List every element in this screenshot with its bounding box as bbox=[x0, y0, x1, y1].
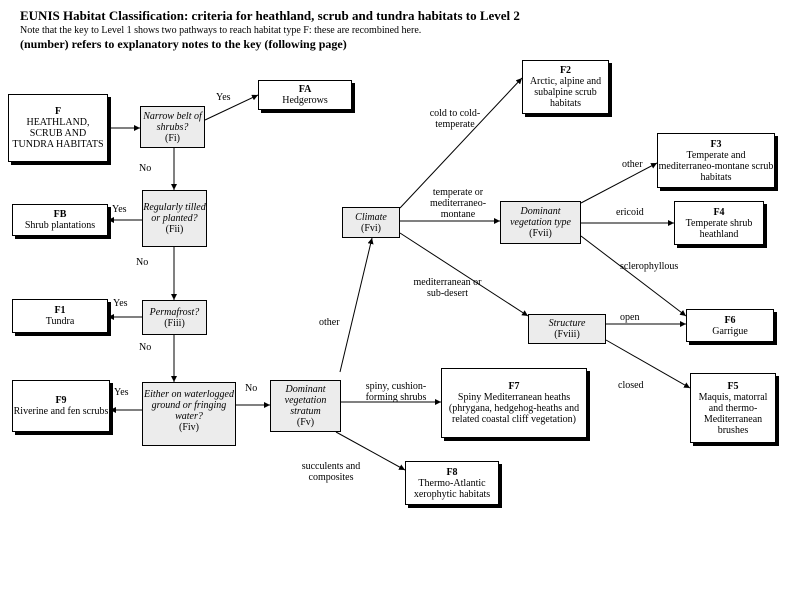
question-text: Narrow belt of shrubs? bbox=[143, 110, 202, 133]
edge-label-fii-yes: Yes bbox=[112, 204, 127, 215]
node-name: HEATHLAND, SCRUB AND TUNDRA HABITATS bbox=[12, 117, 104, 150]
question-code: (Fviii) bbox=[554, 329, 580, 340]
edge-label-fviii-closed: closed bbox=[618, 380, 644, 391]
habitat-name: Thermo-Atlantic xerophytic habitats bbox=[413, 477, 491, 500]
habitat-fb: FB Shrub plantations bbox=[12, 204, 108, 236]
edge-label-fvii-other: other bbox=[622, 159, 643, 170]
edge-label-fvii-ericoid: ericoid bbox=[616, 207, 644, 218]
edge-label-fii-no: No bbox=[136, 257, 149, 268]
question-code: (Fi) bbox=[165, 132, 180, 144]
edge-label-fi-no: No bbox=[139, 163, 152, 174]
question-text: Climate bbox=[355, 211, 387, 223]
habitat-code: F7 bbox=[508, 381, 520, 392]
habitat-fa: FA Hedgerows bbox=[258, 80, 352, 110]
question-text: Either on waterlogged ground or fringing… bbox=[144, 389, 234, 422]
node-code: F bbox=[54, 106, 62, 117]
habitat-f8: F8 Thermo-Atlantic xerophytic habitats bbox=[405, 461, 499, 505]
habitat-name: Tundra bbox=[45, 316, 75, 327]
question-fv: Dominant vegetation stratum (Fv) bbox=[270, 380, 341, 432]
question-text: Structure bbox=[548, 318, 586, 329]
habitat-code: F9 bbox=[55, 395, 67, 406]
habitat-f6: F6 Garrigue bbox=[686, 309, 774, 342]
edge-fviii-f5 bbox=[605, 339, 691, 389]
habitat-f1: F1 Tundra bbox=[12, 299, 108, 333]
question-text: Permafrost? bbox=[149, 306, 200, 318]
habitat-name: Arctic, alpine and subalpine scrub habit… bbox=[529, 76, 602, 109]
habitat-name: Garrigue bbox=[712, 325, 748, 337]
edge-label-fi-yes: Yes bbox=[216, 92, 231, 103]
habitat-code: F5 bbox=[727, 380, 739, 392]
habitat-name: Spiny Mediterranean heaths (phrygana, he… bbox=[448, 392, 580, 425]
edge-fv-fvi bbox=[339, 237, 374, 373]
question-code: (Fv) bbox=[296, 417, 315, 428]
habitat-name: Temperate shrub heathland bbox=[685, 217, 753, 240]
edge-fvi-f2 bbox=[399, 77, 523, 209]
habitat-name: Hedgerows bbox=[282, 95, 328, 106]
edge-fv-f8 bbox=[335, 431, 406, 471]
edge-label-fiii-no: No bbox=[139, 342, 152, 353]
question-fiii: Permafrost? (Fiii) bbox=[142, 300, 207, 335]
edge-label-fiv-no: No bbox=[245, 383, 258, 394]
question-fviii: Structure (Fviii) bbox=[528, 314, 606, 344]
edge-label-fiv-yes: Yes bbox=[114, 387, 129, 398]
question-text: Dominant vegetation stratum bbox=[284, 384, 327, 417]
edge-fi-fa bbox=[204, 94, 259, 121]
habitat-name: Riverine and fen scrubs bbox=[13, 406, 109, 417]
edge-fvi-fviii bbox=[399, 232, 529, 317]
habitat-code: F2 bbox=[559, 65, 572, 76]
habitat-code: F3 bbox=[710, 138, 722, 150]
habitat-f7: F7 Spiny Mediterranean heaths (phrygana,… bbox=[441, 368, 587, 438]
pathway-note: Note that the key to Level 1 shows two p… bbox=[20, 25, 422, 36]
question-text: Regularly tilled or planted? bbox=[143, 202, 206, 224]
habitat-name: Shrub plantations bbox=[24, 220, 96, 231]
question-fi: Narrow belt of shrubs? (Fi) bbox=[140, 106, 205, 148]
edge-fvii-f3 bbox=[580, 162, 658, 204]
question-code: (Fiv) bbox=[179, 422, 199, 433]
question-code: (Fvi) bbox=[361, 222, 381, 234]
question-code: (Fii) bbox=[165, 224, 184, 235]
habitat-name: Temperate and mediterraneo-montane scrub… bbox=[658, 149, 774, 183]
edge-label-fvi-med: mediterranean or sub-desert bbox=[413, 277, 482, 299]
habitat-code: F4 bbox=[713, 206, 725, 218]
question-code: (Fvii) bbox=[529, 228, 552, 239]
question-code: (Fiii) bbox=[164, 317, 185, 329]
edge-label-fv-succulents: succulents and composites bbox=[301, 461, 361, 483]
habitat-code: FA bbox=[298, 84, 312, 95]
question-fiv: Either on waterlogged ground or fringing… bbox=[142, 382, 236, 446]
habitat-code: F1 bbox=[54, 305, 66, 316]
habitat-f9: F9 Riverine and fen scrubs bbox=[12, 380, 110, 432]
habitat-f2: F2 Arctic, alpine and subalpine scrub ha… bbox=[522, 60, 609, 114]
edge-label-fiii-yes: Yes bbox=[113, 298, 128, 309]
edge-label-fviii-open: open bbox=[620, 312, 640, 323]
edge-label-fv-spiny: spiny, cushion-forming shrubs bbox=[365, 381, 427, 403]
edge-fvii-f6 bbox=[580, 235, 687, 317]
habitat-f3: F3 Temperate and mediterraneo-montane sc… bbox=[657, 133, 775, 188]
root-node-f: F HEATHLAND, SCRUB AND TUNDRA HABITATS bbox=[8, 94, 108, 162]
habitat-f4: F4 Temperate shrub heathland bbox=[674, 201, 764, 245]
question-fvi: Climate (Fvi) bbox=[342, 207, 400, 238]
habitat-code: FB bbox=[53, 209, 67, 220]
habitat-code: F6 bbox=[724, 314, 736, 326]
question-fvii: Dominant vegetation type (Fvii) bbox=[500, 201, 581, 244]
edge-label-fv-other: other bbox=[319, 317, 340, 328]
edge-label-fvi-temperate: temperate or mediterraneo-montane bbox=[429, 187, 487, 220]
habitat-name: Maquis, matorral and thermo-Mediterranea… bbox=[698, 391, 768, 436]
diagram-title: EUNIS Habitat Classification: criteria f… bbox=[20, 8, 520, 23]
edge-label-fvi-cold: cold to cold-temperate bbox=[429, 108, 481, 130]
habitat-code: F8 bbox=[446, 466, 458, 478]
edge-label-fvii-sclerophyllous: sclerophyllous bbox=[620, 261, 679, 272]
habitat-f5: F5 Maquis, matorral and thermo-Mediterra… bbox=[690, 373, 776, 443]
question-fii: Regularly tilled or planted? (Fii) bbox=[142, 190, 207, 247]
explanatory-notes-line: (number) refers to explanatory notes to … bbox=[20, 37, 347, 51]
question-text: Dominant vegetation type bbox=[510, 206, 571, 228]
